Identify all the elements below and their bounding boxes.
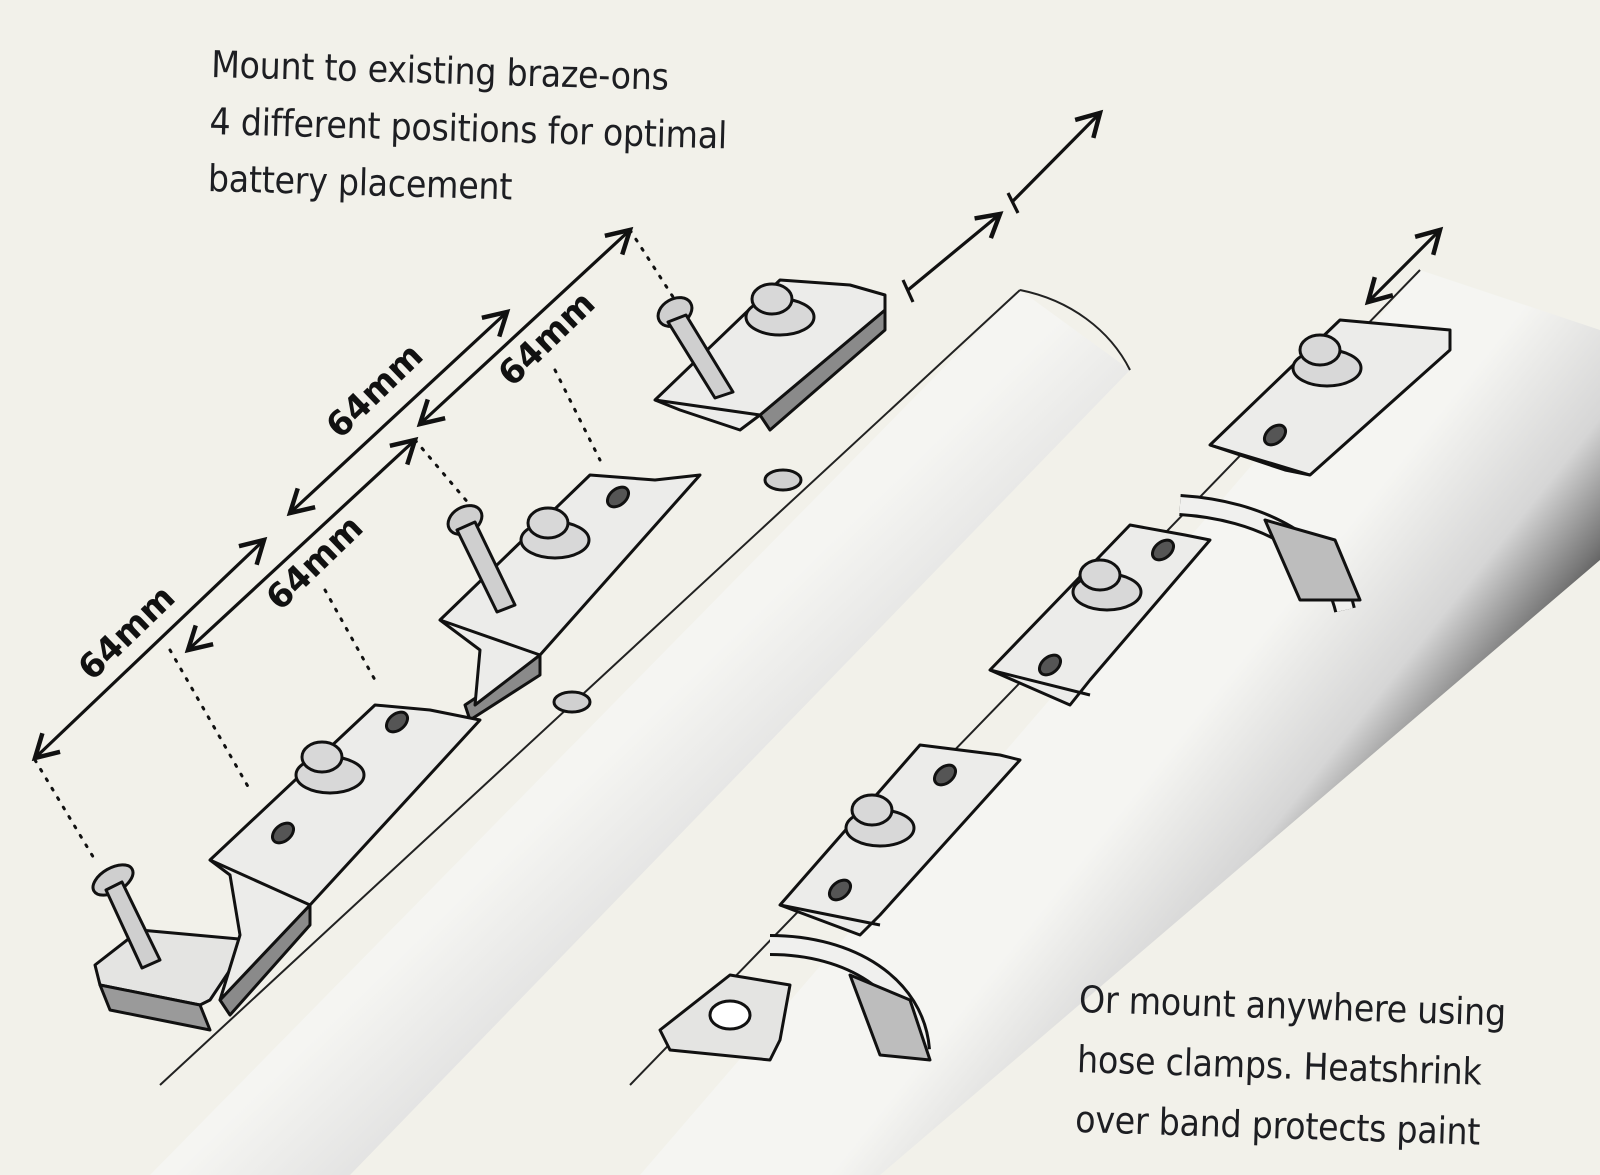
dim-label-4: 64mm bbox=[490, 284, 603, 395]
dimension-arrows bbox=[31, 226, 634, 762]
travel-arrows bbox=[901, 109, 1444, 306]
dim-arrow-3 bbox=[184, 436, 419, 654]
dim-arrow-1 bbox=[31, 536, 268, 762]
dim-label-2: 64mm bbox=[318, 336, 431, 447]
caption-braze-ons: Mount to existing braze-ons 4 different … bbox=[207, 36, 787, 223]
left-frame-tube bbox=[150, 289, 1131, 1175]
dim-arrow-4 bbox=[416, 226, 634, 428]
caption-hose-clamps: Or mount anywhere using hose clamps. Hea… bbox=[1074, 970, 1554, 1165]
dim-label-3: 64mm bbox=[258, 508, 371, 619]
right-mount-rail bbox=[658, 318, 1452, 1062]
left-mount-rail bbox=[91, 278, 887, 1032]
